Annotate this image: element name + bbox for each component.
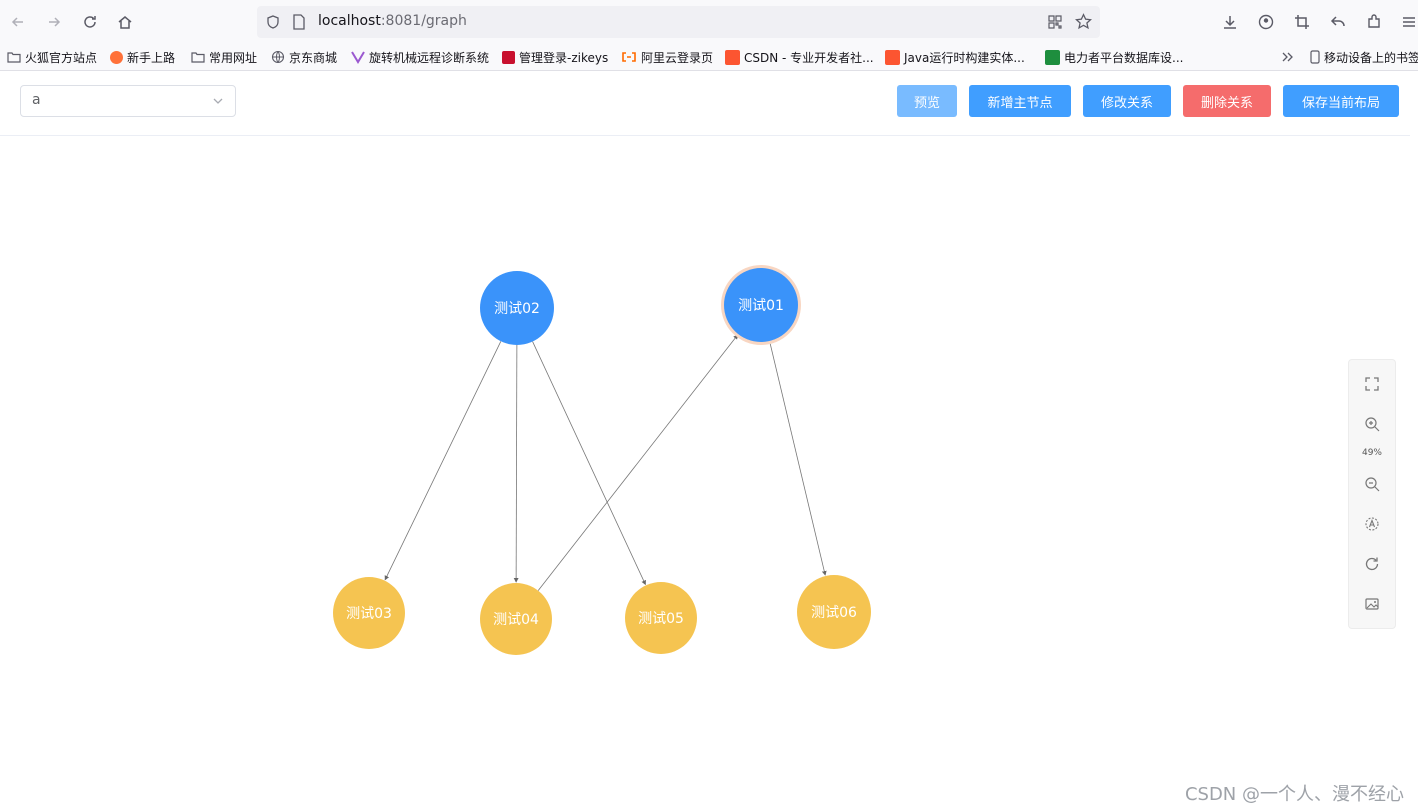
bookmark-item[interactable]: 火狐官方站点 xyxy=(7,48,97,66)
mobile-bookmarks-label: 移动设备上的书签 xyxy=(1324,50,1418,65)
mobile-icon xyxy=(1310,50,1320,64)
bookmark-label: 管理登录-zikeys xyxy=(519,50,609,65)
zoom-in-icon[interactable] xyxy=(1364,416,1380,432)
shield-icon xyxy=(267,15,279,29)
graph-node[interactable]: 测试02 xyxy=(480,271,554,345)
zikeys-icon xyxy=(502,50,515,64)
csdn-icon xyxy=(725,49,740,65)
folder-icon xyxy=(7,52,21,63)
image-download-icon[interactable] xyxy=(1364,596,1380,612)
star-icon[interactable] xyxy=(1075,13,1092,30)
vue-icon xyxy=(351,51,365,64)
graph-edge[interactable] xyxy=(513,344,519,583)
save-layout-button[interactable]: 保存当前布局 xyxy=(1283,85,1399,117)
graph-tools-panel: 49% xyxy=(1348,359,1396,629)
more-bookmarks-icon[interactable] xyxy=(1281,48,1299,66)
csdn-icon xyxy=(885,49,900,65)
bookmark-label: 旋转机械远程诊断系统 xyxy=(369,50,490,65)
page-icon xyxy=(293,14,305,30)
bookmark-item[interactable]: 京东商城 xyxy=(271,48,337,66)
bookmark-label: 常用网址 xyxy=(209,50,258,65)
graph-edge[interactable] xyxy=(384,341,502,581)
firefox-icon xyxy=(110,50,123,64)
qr-code-icon[interactable] xyxy=(1047,14,1063,30)
edges-layer xyxy=(384,334,827,591)
bookmark-label: 火狐官方站点 xyxy=(25,50,98,65)
chevron-down-icon xyxy=(213,98,223,104)
sheet-icon xyxy=(1045,49,1060,65)
graph-select-value: a xyxy=(32,92,41,108)
bookmark-item[interactable]: 旋转机械远程诊断系统 xyxy=(351,48,489,66)
graph-canvas[interactable]: 测试02 测试01 测试03 测试04 测试05 测试06 xyxy=(0,136,1410,812)
extensions-icon[interactable] xyxy=(1361,9,1387,35)
watermark: CSDN @一个人、漫不经心 xyxy=(1184,784,1404,805)
bookmark-item[interactable]: 电力者平台数据库设... xyxy=(1045,48,1183,66)
refresh-icon[interactable] xyxy=(1364,556,1380,572)
auto-layout-icon[interactable] xyxy=(1364,516,1380,532)
url-text: localhost:8081/graph xyxy=(318,13,467,29)
zoom-out-icon[interactable] xyxy=(1364,476,1380,492)
bookmark-item[interactable]: 阿里云登录页 xyxy=(621,48,713,66)
bookmark-item[interactable]: Java运行时构建实体... xyxy=(885,48,1025,66)
download-icon[interactable] xyxy=(1217,9,1243,35)
aliyun-icon xyxy=(622,52,636,62)
browser-toolbar: localhost:8081/graph xyxy=(0,0,1418,44)
bookmark-item[interactable]: 常用网址 xyxy=(191,48,257,66)
graph-select[interactable]: a xyxy=(20,85,236,117)
undo-icon[interactable] xyxy=(1325,9,1351,35)
globe-icon xyxy=(271,50,285,64)
graph-node[interactable]: 测试01 xyxy=(724,268,798,342)
bookmark-label: Java运行时构建实体... xyxy=(904,50,1025,65)
delete-relation-button[interactable]: 删除关系 xyxy=(1183,85,1271,117)
back-icon[interactable] xyxy=(5,9,31,35)
graph-node[interactable]: 测试05 xyxy=(625,582,697,654)
bookmark-label: 新手上路 xyxy=(127,50,176,65)
forward-icon[interactable] xyxy=(41,9,67,35)
bookmark-label: 阿里云登录页 xyxy=(641,50,714,65)
graph-node[interactable]: 测试04 xyxy=(480,583,552,655)
graph-toolbar: a 预览 新增主节点 修改关系 删除关系 保存当前布局 xyxy=(0,71,1410,136)
add-root-node-button[interactable]: 新增主节点 xyxy=(969,85,1071,117)
graph-node[interactable]: 测试03 xyxy=(333,577,405,649)
bookmark-item[interactable]: 新手上路 xyxy=(110,48,175,66)
bookmark-label: 京东商城 xyxy=(289,50,338,65)
preview-button[interactable]: 预览 xyxy=(897,85,957,117)
menu-icon[interactable] xyxy=(1396,9,1418,35)
folder-icon xyxy=(191,52,205,63)
zoom-level: 49% xyxy=(1361,448,1382,458)
fullscreen-icon[interactable] xyxy=(1364,376,1380,392)
graph-edge[interactable] xyxy=(769,340,827,576)
bookmark-item[interactable]: CSDN - 专业开发者社... xyxy=(725,48,874,66)
account-icon[interactable] xyxy=(1253,9,1279,35)
bookmarks-bar: 火狐官方站点 新手上路 常用网址 京东商城 旋转机械远程诊断系统 管理登录-zi… xyxy=(0,44,1418,71)
graph-edge[interactable] xyxy=(532,341,646,586)
bookmark-label: CSDN - 专业开发者社... xyxy=(744,50,874,65)
reload-icon[interactable] xyxy=(77,9,103,35)
bookmark-label: 电力者平台数据库设... xyxy=(1064,50,1184,65)
crop-icon[interactable] xyxy=(1289,9,1315,35)
graph-edge[interactable] xyxy=(537,334,739,591)
bookmark-item[interactable]: 管理登录-zikeys xyxy=(502,48,608,66)
home-icon[interactable] xyxy=(112,9,138,35)
edit-relation-button[interactable]: 修改关系 xyxy=(1083,85,1171,117)
url-bar[interactable]: localhost:8081/graph xyxy=(257,6,1100,38)
mobile-bookmarks[interactable]: 移动设备上的书签 xyxy=(1310,48,1418,66)
graph-node[interactable]: 测试06 xyxy=(797,575,871,649)
